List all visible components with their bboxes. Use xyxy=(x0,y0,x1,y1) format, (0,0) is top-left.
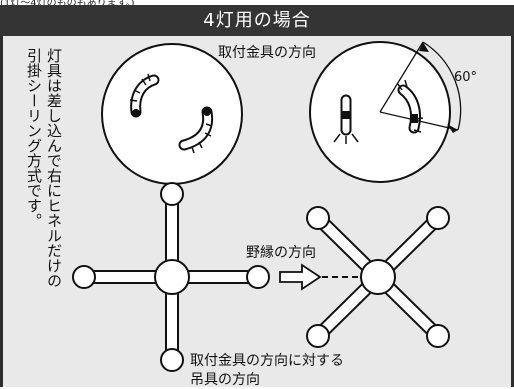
fixture-x xyxy=(306,206,450,348)
angle-label: 60° xyxy=(454,70,478,85)
ceiling-socket-before xyxy=(101,43,243,185)
mount-direction-label: 取付金具の方向 xyxy=(218,45,316,61)
side-note-line-2: 引掛シーリング方式です。 xyxy=(25,48,43,228)
side-note-line-1: 灯具は差し込んで右にヒネルだけの xyxy=(45,48,63,288)
joist-direction-arrow xyxy=(279,263,362,291)
fixture-cross xyxy=(72,182,270,372)
page-title: 4灯用の場合 xyxy=(0,5,514,36)
hanger-direction-label-1: 取付金具の方向に対する xyxy=(190,353,344,369)
joist-direction-label: 野縁の方向 xyxy=(246,245,316,261)
hanger-direction-label-2: 吊具の方向 xyxy=(190,372,260,388)
cropped-top-text: (1灯〜4灯のものもあります。) xyxy=(0,0,135,8)
ceiling-socket-after xyxy=(309,41,462,183)
